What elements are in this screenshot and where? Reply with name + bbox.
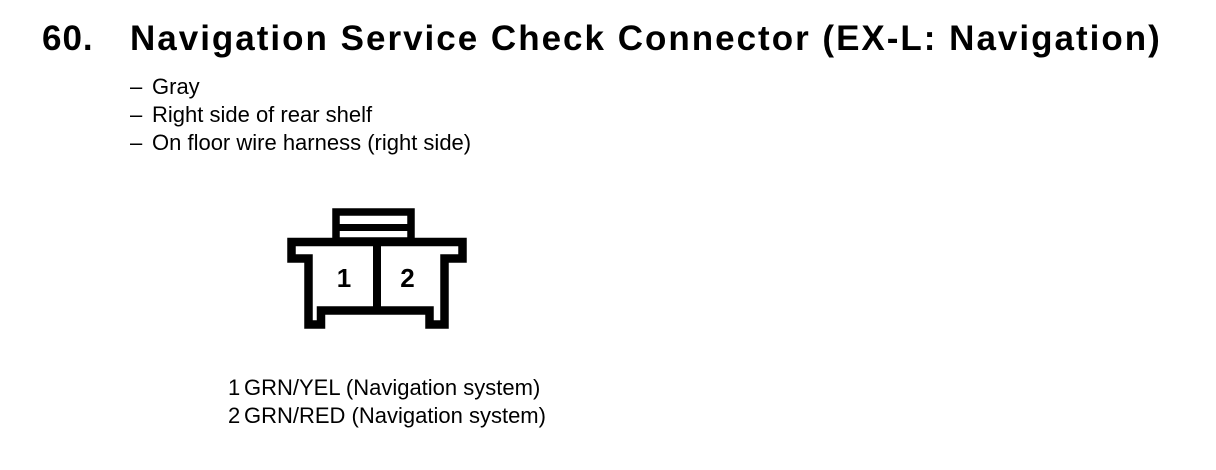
detail-item-label: Gray (152, 74, 200, 99)
pin-wire-label: GRN/YEL (Navigation system) (244, 375, 541, 400)
cavity-2-label: 2 (400, 263, 414, 293)
dash-bullet: – (130, 130, 143, 155)
detail-item-label: On floor wire harness (right side) (152, 130, 472, 155)
connector-detail-list: –Gray –Right side of rear shelf –On floo… (130, 73, 471, 157)
heading-item-number: 60. (42, 19, 94, 58)
detail-item-color: –Gray (130, 73, 471, 101)
page-title: Navigation Service Check Connector (EX-L… (130, 19, 1162, 58)
pin-number: 2 (228, 403, 241, 428)
pin-wire-label: GRN/RED (Navigation system) (244, 403, 546, 428)
detail-item-harness: –On floor wire harness (right side) (130, 129, 471, 157)
dash-bullet: – (130, 74, 143, 99)
dash-bullet: – (130, 102, 143, 127)
connector-diagram: 1 2 (287, 208, 467, 329)
detail-item-label: Right side of rear shelf (152, 102, 373, 127)
pin-number: 1 (228, 375, 241, 400)
detail-item-location: –Right side of rear shelf (130, 101, 471, 129)
cavity-1-label: 1 (337, 263, 351, 293)
